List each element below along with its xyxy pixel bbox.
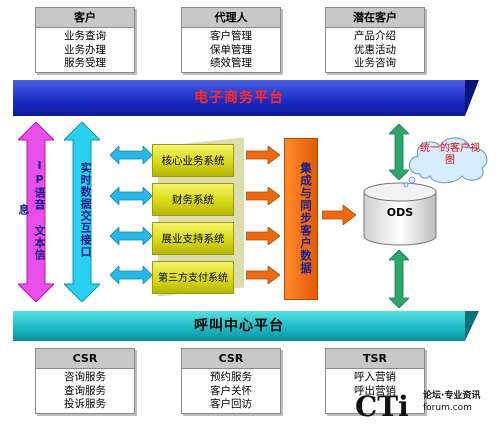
top-box-prospect-item: 业务咨询 bbox=[354, 57, 396, 69]
ods-database-icon bbox=[363, 182, 437, 246]
bottom-box-tsr-item: 呼出营销 bbox=[354, 384, 396, 397]
top-box-agent-item: 绩效管理 bbox=[210, 57, 252, 69]
top-box-agent-title: 代理人 bbox=[182, 8, 280, 28]
top-box-prospect-item: 产品介绍 bbox=[354, 30, 396, 42]
top-box-prospect-item: 优惠活动 bbox=[354, 43, 396, 56]
top-box-customer-item: 服务受理 bbox=[64, 57, 106, 69]
ecommerce-platform-bar-side bbox=[465, 80, 479, 116]
sync-right-arrow-icon bbox=[246, 187, 280, 205]
sync-right-arrow-icon bbox=[246, 227, 280, 245]
top-box-prospect-title: 潜在客户 bbox=[326, 8, 424, 28]
watermark-tagline: 论坛·专业资讯 forum.com bbox=[423, 391, 481, 413]
sync-right-arrow-icon bbox=[246, 146, 280, 164]
bottom-box-tsr-item: 呼入营销 bbox=[354, 371, 396, 383]
ip-voice-double-arrow-icon bbox=[18, 122, 54, 302]
top-box-agent-item: 保单管理 bbox=[210, 43, 252, 56]
integration-label: 集成与同步客户数据 bbox=[299, 161, 313, 275]
top-box-customer-title: 客户 bbox=[36, 8, 134, 28]
system-sales-support: 展业支持系统 bbox=[152, 222, 234, 255]
ods-bottom-double-arrow-icon bbox=[389, 250, 409, 308]
bottom-box-csr-2-item: 预约服务 bbox=[210, 371, 252, 383]
ecommerce-platform-bar: 电子商务平台 bbox=[13, 80, 465, 116]
ods-label: ODS bbox=[386, 206, 414, 219]
bottom-box-csr-2: CSR 预约服务 客户关怀 客户回访 bbox=[181, 348, 281, 414]
bottom-box-csr-1-item: 投诉服务 bbox=[64, 398, 106, 410]
system-core-business: 核心业务系统 bbox=[152, 144, 234, 177]
bottom-box-csr-1-item: 咨询服务 bbox=[64, 371, 106, 383]
top-box-customer-item: 业务办理 bbox=[64, 43, 106, 56]
system-third-party-payment: 第三方支付系统 bbox=[152, 261, 234, 294]
ip-voice-label: IP语音 文本信息 bbox=[17, 159, 46, 261]
bottom-box-csr-2-title: CSR bbox=[182, 349, 280, 369]
system-finance: 财务系统 bbox=[152, 183, 234, 216]
bottom-box-csr-2-item: 客户关怀 bbox=[210, 384, 252, 397]
bottom-box-csr-1-title: CSR bbox=[36, 349, 134, 369]
top-box-agent-item: 客户管理 bbox=[210, 30, 252, 42]
integration-box bbox=[284, 138, 318, 300]
ods-right-arrow-icon bbox=[322, 205, 356, 225]
system-link-double-arrow-icon bbox=[110, 266, 152, 284]
unified-view-label: 统一的客户视图 bbox=[420, 143, 480, 166]
system-link-double-arrow-icon bbox=[110, 187, 152, 205]
bottom-box-csr-1-item: 查询服务 bbox=[64, 384, 106, 397]
bottom-box-tsr: TSR 呼入营销 呼出营销 bbox=[325, 348, 425, 414]
realtime-interface-label: 实时数据交互接口 bbox=[79, 162, 92, 258]
callcenter-platform-bar-side bbox=[465, 311, 479, 341]
top-box-customer: 客户 业务查询 业务办理 服务受理 bbox=[35, 7, 135, 73]
system-link-double-arrow-icon bbox=[110, 227, 152, 245]
top-box-agent: 代理人 客户管理 保单管理 绩效管理 bbox=[181, 7, 281, 73]
unified-view-cloud-icon bbox=[403, 137, 488, 188]
top-box-customer-item: 业务查询 bbox=[64, 30, 106, 42]
callcenter-platform-label: 呼叫中心平台 bbox=[194, 318, 284, 334]
watermark-brand-logo: CTi bbox=[355, 390, 409, 423]
callcenter-platform-bar: 呼叫中心平台 bbox=[13, 311, 465, 341]
sync-right-arrow-icon bbox=[246, 266, 280, 284]
realtime-interface-double-arrow-icon bbox=[64, 122, 100, 302]
bottom-box-csr-2-item: 客户回访 bbox=[210, 398, 252, 410]
top-box-prospect: 潜在客户 产品介绍 优惠活动 业务咨询 bbox=[325, 7, 425, 73]
ecommerce-platform-label: 电子商务平台 bbox=[194, 90, 284, 106]
bottom-box-tsr-title: TSR bbox=[326, 349, 424, 369]
system-link-double-arrow-icon bbox=[110, 146, 152, 164]
ods-top-double-arrow-icon bbox=[389, 124, 409, 180]
bottom-box-csr-1: CSR 咨询服务 查询服务 投诉服务 bbox=[35, 348, 135, 414]
